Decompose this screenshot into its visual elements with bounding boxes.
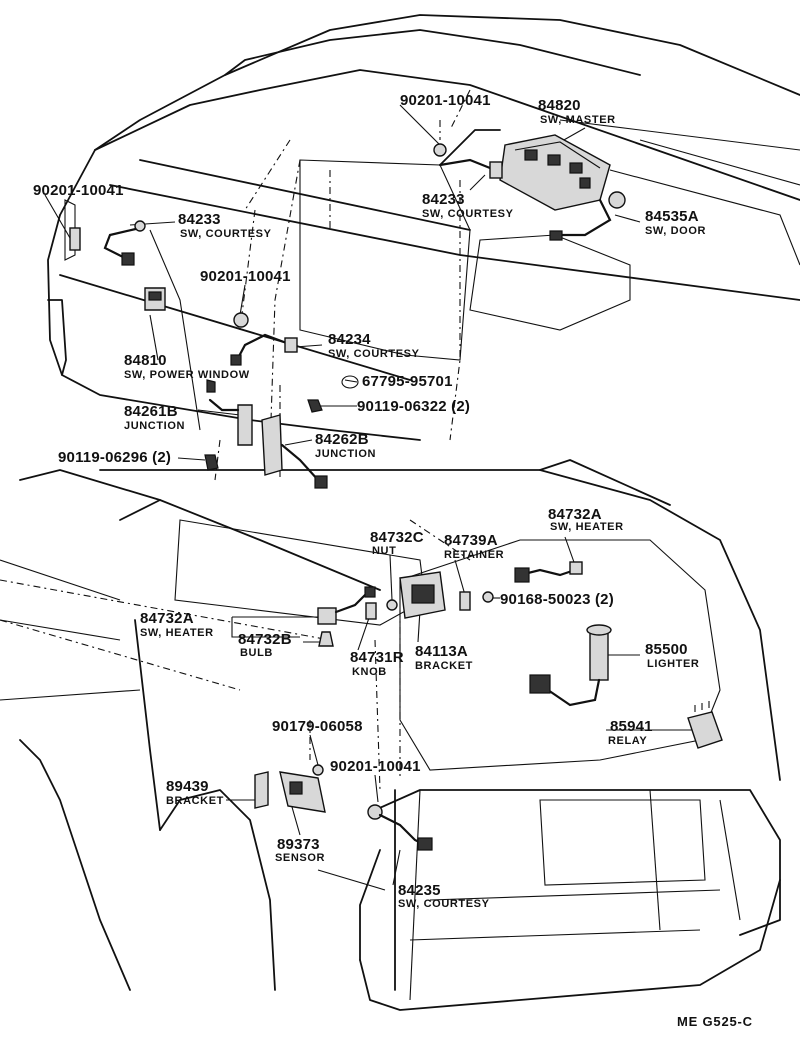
courtesy-switch-mid	[230, 312, 298, 366]
screw-parts	[204, 379, 323, 471]
label-84732c-name: NUT	[372, 545, 397, 557]
label-84235-name: SW, COURTESY	[398, 898, 490, 910]
power-window-switch-part	[144, 287, 166, 311]
label-90201-10041-bottom: 90201-10041	[330, 758, 421, 775]
label-84233-left-name: SW, COURTESY	[180, 228, 272, 240]
grommet-part	[341, 375, 359, 389]
label-67795-95701: 67795-95701	[362, 373, 453, 390]
label-84113a: 84113A	[415, 643, 468, 660]
label-84261b-name: JUNCTION	[124, 420, 186, 432]
label-84810: 84810	[124, 352, 167, 369]
label-85500-name: LIGHTER	[647, 658, 700, 670]
label-84113a-name: BRACKET	[415, 660, 473, 672]
label-89373-name: SENSOR	[275, 852, 326, 864]
label-84820: 84820	[538, 97, 581, 114]
label-84234: 84234	[328, 331, 371, 348]
label-84262b-name: JUNCTION	[315, 448, 377, 460]
sensor-part	[279, 771, 326, 813]
label-85941-name: RELAY	[608, 735, 648, 747]
leader-lines	[44, 104, 695, 891]
label-85941: 85941	[610, 718, 653, 735]
label-84732a-right: 84732A	[548, 506, 602, 523]
nut-part	[386, 599, 398, 611]
junction-84261b-part	[208, 398, 253, 446]
courtesy-switch-bottom	[367, 804, 433, 851]
label-84732a-right-name: SW, HEATER	[550, 521, 624, 533]
label-90119-06322: 90119-06322 (2)	[357, 398, 471, 415]
retainer-part	[459, 591, 471, 611]
bulb-part	[318, 631, 334, 647]
relay-part	[687, 701, 723, 749]
door-switch-part	[549, 191, 626, 241]
label-90201-10041-mid: 90201-10041	[200, 268, 291, 285]
master-switch-part	[499, 134, 611, 211]
label-84233-right-name: SW, COURTESY	[422, 208, 514, 220]
lower-van-body	[0, 459, 781, 1011]
label-84731r-name: KNOB	[352, 666, 387, 678]
label-89439-name: BRACKET	[166, 795, 224, 807]
label-84732a-left-name: SW, HEATER	[140, 627, 214, 639]
nut-90179-part	[312, 764, 324, 776]
heater-switch-left-part	[317, 586, 376, 625]
label-84739a-name: RETAINER	[444, 549, 505, 561]
upper-van-body	[47, 14, 800, 441]
label-84262b: 84262B	[315, 431, 369, 448]
figure-reference: ME G525-C	[677, 1014, 753, 1029]
label-84233-right: 84233	[422, 191, 465, 208]
heater-switch-right-part	[482, 561, 583, 603]
lighter-part	[529, 624, 612, 707]
label-84261b: 84261B	[124, 403, 178, 420]
label-84234-name: SW, COURTESY	[328, 348, 420, 360]
guide-lines	[0, 89, 471, 791]
label-84732b: 84732B	[238, 631, 292, 648]
label-89439: 89439	[166, 778, 209, 795]
label-90201-10041-left: 90201-10041	[33, 182, 124, 199]
label-84535a-name: SW, DOOR	[645, 225, 707, 237]
label-90119-06296: 90119-06296 (2)	[58, 449, 172, 466]
label-84739a: 84739A	[444, 532, 498, 549]
label-84820-name: SW, MASTER	[540, 114, 616, 126]
label-84535a: 84535A	[645, 208, 699, 225]
junction-84262b-part	[261, 414, 328, 489]
label-84810-name: SW, POWER WINDOW	[124, 369, 250, 381]
label-84732a-left: 84732A	[140, 610, 194, 627]
label-84235: 84235	[398, 882, 441, 899]
label-89373: 89373	[277, 836, 320, 853]
heater-bracket-part	[399, 571, 446, 619]
courtesy-switch-top	[433, 143, 503, 179]
label-85500: 85500	[645, 641, 688, 658]
label-90201-10041-top: 90201-10041	[400, 92, 491, 109]
courtesy-switch-left	[69, 220, 146, 266]
sensor-bracket-part	[254, 771, 269, 809]
label-90168-50023: 90168-50023 (2)	[500, 591, 614, 608]
label-84732c: 84732C	[370, 529, 424, 546]
knob-part	[365, 602, 377, 620]
label-84731r: 84731R	[350, 649, 404, 666]
label-84732b-name: BULB	[240, 647, 273, 659]
label-84233-left: 84233	[178, 211, 221, 228]
label-90179-06058: 90179-06058	[272, 718, 363, 735]
